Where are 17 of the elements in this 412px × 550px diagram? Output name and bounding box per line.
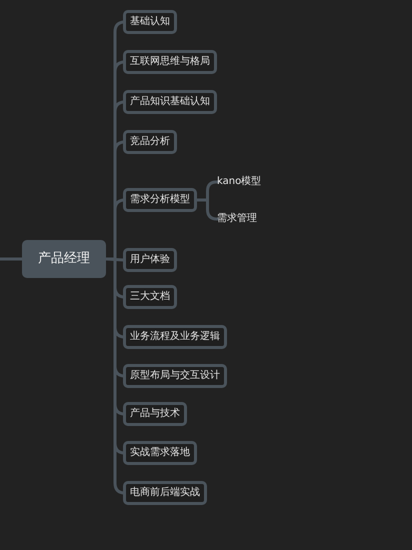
- topic-box: 竞品分析: [123, 130, 177, 154]
- topic-box: 三大文档: [123, 285, 177, 309]
- topic-box: 产品知识基础认知: [123, 90, 217, 114]
- topic-box: 电商前后端实战: [123, 481, 207, 505]
- connector-line: [0, 258, 24, 260]
- root-topic-box: 产品经理: [22, 240, 106, 278]
- topic-box: 基础认知: [123, 10, 177, 34]
- topic-box: 需求分析模型: [123, 188, 197, 212]
- topic-box: 业务流程及业务逻辑: [123, 325, 227, 349]
- subtopic-label: 需求管理: [217, 212, 257, 226]
- subtopic-label: kano模型: [217, 175, 262, 189]
- topic-box: 原型布局与交互设计: [123, 364, 227, 388]
- topic-box: 互联网思维与格局: [123, 50, 217, 74]
- topic-box: 用户体验: [123, 248, 177, 272]
- topic-box: 实战需求落地: [123, 441, 197, 465]
- branch-line: [196, 198, 220, 220]
- topic-box: 产品与技术: [123, 402, 187, 426]
